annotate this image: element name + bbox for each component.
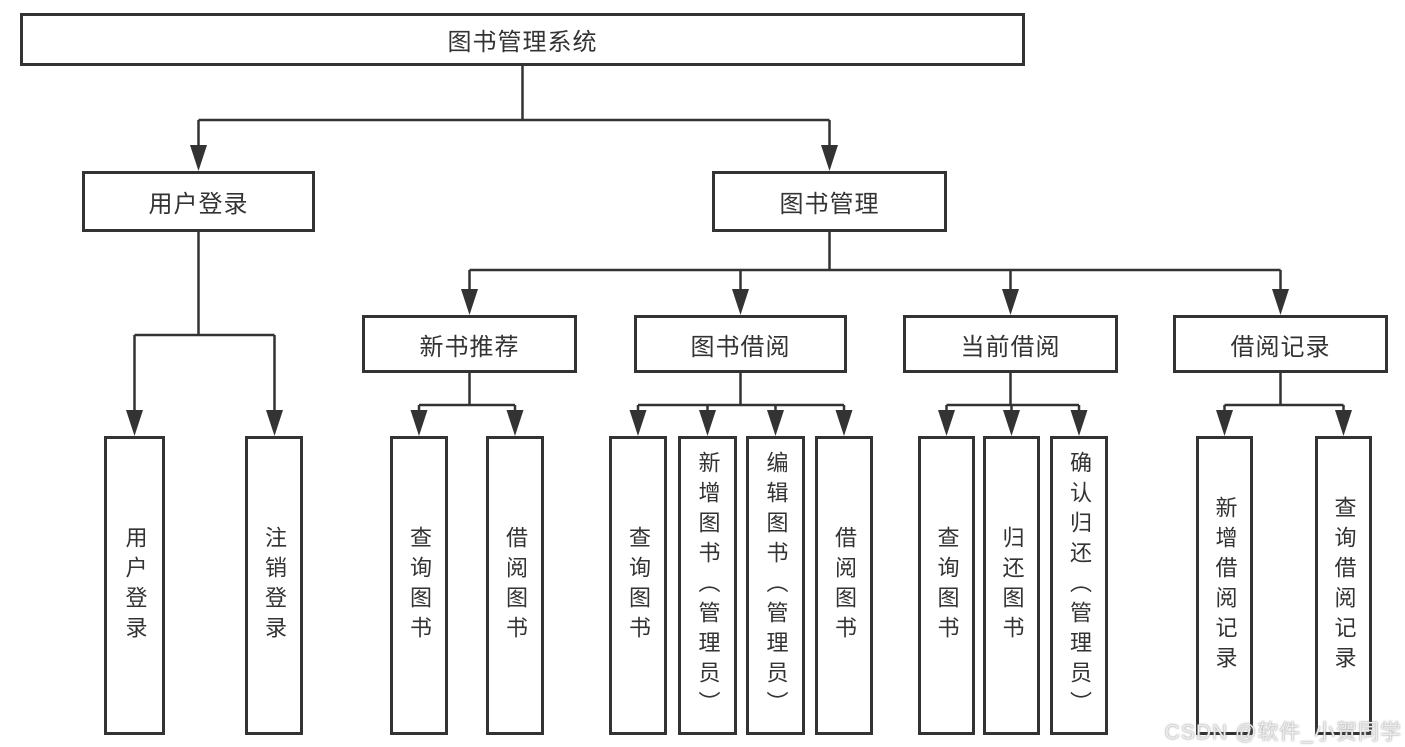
leaf-borrow-book-1-label: 借阅图书 xyxy=(503,525,528,646)
leaf-user-login-label: 用户登录 xyxy=(122,525,148,646)
leaf-query-book-2: 查询图书 xyxy=(609,436,667,735)
leaf-query-book-3-label: 查询图书 xyxy=(934,525,960,646)
arrow-head xyxy=(821,145,838,171)
leaf-query-book-1-label: 查询图书 xyxy=(407,525,432,646)
arrow-head xyxy=(410,410,428,436)
node-root-label: 图书管理系统 xyxy=(447,29,598,56)
arrow-head xyxy=(461,289,478,315)
node-new-book-recommend-label: 新书推荐 xyxy=(419,333,520,361)
arrow-head xyxy=(266,410,283,436)
leaf-return-book: 归还图书 xyxy=(983,436,1040,735)
arrow-head xyxy=(190,145,207,171)
connector xyxy=(468,232,1282,292)
leaf-logout-label: 注销登录 xyxy=(262,525,287,646)
node-user-login-label: 用户登录 xyxy=(148,191,249,218)
leaf-add-book-admin: 新增图书（管理员） xyxy=(678,436,737,735)
arrow-head xyxy=(1272,289,1289,315)
leaf-query-book-3: 查询图书 xyxy=(918,436,975,735)
arrow-head xyxy=(1335,410,1352,436)
leaf-add-borrow-record: 新增借阅记录 xyxy=(1196,436,1253,735)
leaf-borrow-book-2-label: 借阅图书 xyxy=(832,525,857,646)
leaf-edit-book-admin: 编辑图书（管理员） xyxy=(746,436,805,735)
node-book-borrow: 图书借阅 xyxy=(634,315,847,373)
node-current-borrow: 当前借阅 xyxy=(903,315,1118,373)
csdn-watermark: CSDN @软件_小贺同学 xyxy=(1164,721,1402,744)
leaf-logout: 注销登录 xyxy=(245,436,303,735)
leaf-confirm-return-admin-label: 确认归还（管理员） xyxy=(1067,450,1092,721)
leaf-return-book-label: 归还图书 xyxy=(999,525,1025,646)
leaf-borrow-book-1: 借阅图书 xyxy=(486,436,544,735)
leaf-query-borrow-record-label: 查询借阅记录 xyxy=(1331,495,1357,676)
node-root: 图书管理系统 xyxy=(20,13,1025,66)
connector xyxy=(945,373,1081,413)
arrow-head xyxy=(732,289,749,315)
arrow-head xyxy=(1070,410,1088,436)
arrow-head xyxy=(1003,410,1020,436)
arrow-head xyxy=(835,410,853,436)
node-borrow-records: 借阅记录 xyxy=(1173,315,1388,373)
leaf-user-login: 用户登录 xyxy=(104,436,165,735)
node-book-borrow-label: 图书借阅 xyxy=(690,333,791,361)
leaf-confirm-return-admin: 确认归还（管理员） xyxy=(1050,436,1108,735)
connector xyxy=(197,66,831,148)
arrow-heads xyxy=(126,145,1352,436)
arrow-head xyxy=(699,410,716,436)
node-book-management: 图书管理 xyxy=(712,171,947,232)
node-borrow-records-label: 借阅记录 xyxy=(1230,333,1331,361)
leaf-borrow-book-2: 借阅图书 xyxy=(815,436,873,735)
connector xyxy=(1223,373,1345,413)
connector xyxy=(417,373,517,413)
connector xyxy=(636,373,846,413)
connector-lines xyxy=(133,66,1345,413)
arrow-head xyxy=(1216,410,1233,436)
leaf-query-book-1: 查询图书 xyxy=(390,436,448,735)
connector xyxy=(133,232,276,413)
arrow-head xyxy=(767,410,784,436)
arrow-head xyxy=(938,410,955,436)
leaf-query-borrow-record: 查询借阅记录 xyxy=(1315,436,1372,735)
leaf-edit-book-admin-label: 编辑图书（管理员） xyxy=(763,450,789,721)
arrow-head xyxy=(629,410,647,436)
node-current-borrow-label: 当前借阅 xyxy=(960,333,1061,361)
arrow-head xyxy=(1002,289,1019,315)
node-new-book-recommend: 新书推荐 xyxy=(362,315,577,373)
arrow-head xyxy=(126,410,143,436)
node-user-login: 用户登录 xyxy=(82,171,315,232)
leaf-add-borrow-record-label: 新增借阅记录 xyxy=(1212,495,1238,676)
arrow-head xyxy=(506,410,524,436)
leaf-query-book-2-label: 查询图书 xyxy=(626,525,651,646)
node-book-management-label: 图书管理 xyxy=(779,191,880,218)
leaf-add-book-admin-label: 新增图书（管理员） xyxy=(695,450,721,721)
